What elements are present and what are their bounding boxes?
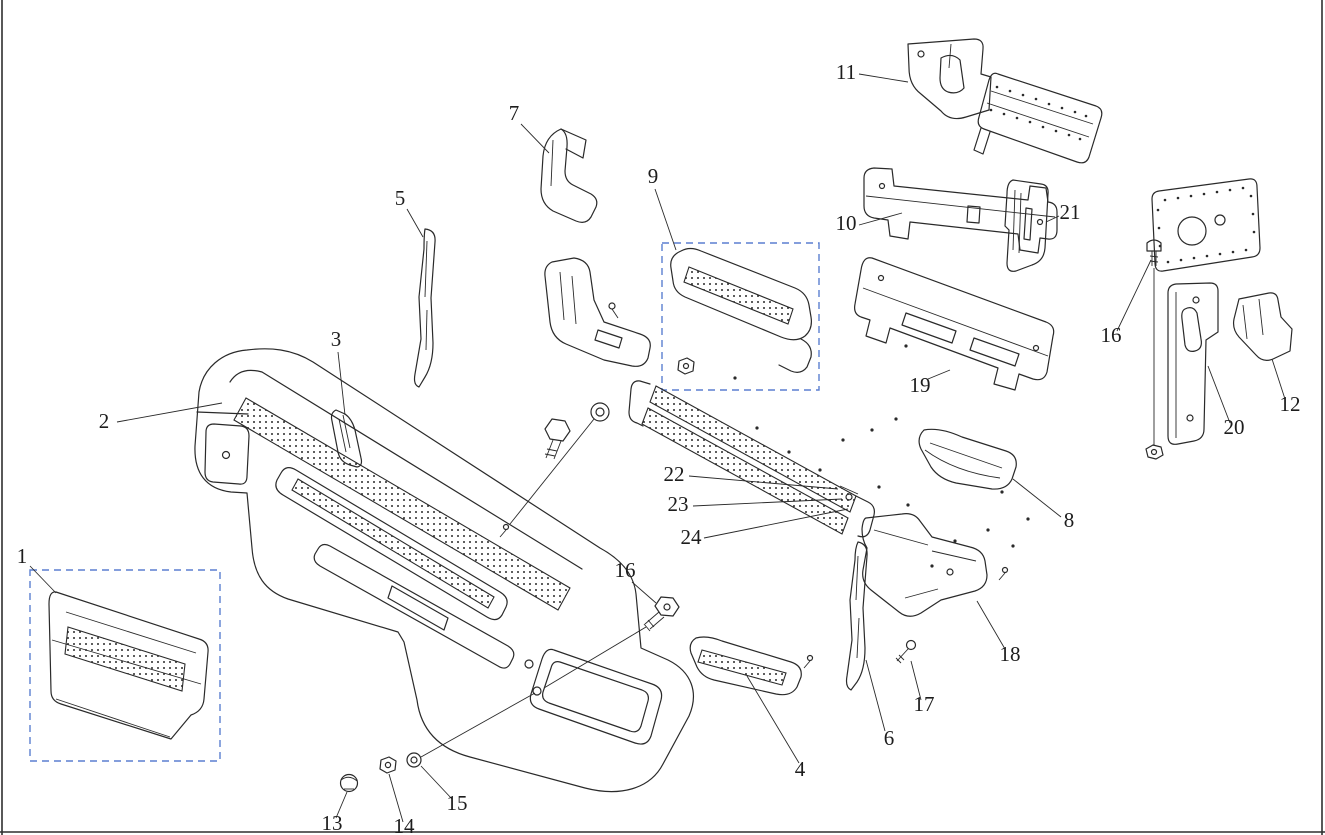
bolt-and-washer-fasteners (509, 357, 695, 525)
part-2-front-bumper[interactable] (194, 348, 694, 793)
part-label-13[interactable]: 13 (322, 811, 343, 835)
part-label-1[interactable]: 1 (17, 544, 28, 568)
part-label-22[interactable]: 22 (664, 462, 685, 486)
selection-box-part-9 (661, 242, 820, 391)
lower-crossmember[interactable] (854, 257, 1055, 391)
part-label-16-right[interactable]: 16 (1101, 323, 1122, 347)
riveted-channel-rail[interactable] (973, 72, 1103, 164)
part-label-23[interactable]: 23 (668, 492, 689, 516)
part-label-3[interactable]: 3 (331, 327, 342, 351)
part-label-21[interactable]: 21 (1060, 200, 1081, 224)
part-13-cap[interactable] (339, 773, 359, 793)
part-label-18[interactable]: 18 (1000, 642, 1021, 666)
part-12-angled-bracket[interactable] (1232, 292, 1293, 361)
part-label-12[interactable]: 12 (1280, 392, 1301, 416)
part-10-upper-crossbeam[interactable] (863, 167, 1058, 254)
part-4-lower-trim[interactable] (689, 636, 814, 696)
part-6-filler-strip-right[interactable] (845, 541, 868, 691)
part-16-bolt-left[interactable] (543, 596, 680, 689)
part-label-8[interactable]: 8 (1064, 508, 1075, 532)
part-label-5[interactable]: 5 (395, 186, 406, 210)
part-label-7[interactable]: 7 (509, 101, 520, 125)
part-label-16-left[interactable]: 16 (615, 558, 636, 582)
part-label-2[interactable]: 2 (99, 409, 110, 433)
part-7-curved-bracket[interactable] (540, 128, 598, 223)
part-21-bracket[interactable] (1004, 179, 1049, 272)
part-label-15[interactable]: 15 (447, 791, 468, 815)
part-1-lower-grille-panel[interactable] (48, 591, 209, 740)
part-18-stepped-bracket[interactable] (861, 513, 1009, 617)
part-5-filler-strip[interactable] (413, 228, 436, 388)
part-label-14[interactable]: 14 (394, 814, 416, 835)
part-label-4[interactable]: 4 (795, 757, 806, 781)
part-3-small-bracket[interactable] (330, 409, 363, 468)
part-label-11[interactable]: 11 (836, 60, 856, 84)
part-label-19[interactable]: 19 (910, 373, 931, 397)
selection-box-part-1 (29, 569, 221, 762)
part-label-24[interactable]: 24 (681, 525, 703, 549)
part-label-10[interactable]: 10 (836, 211, 857, 235)
leader-lines (29, 73, 1286, 823)
riveted-mounting-plate[interactable] (1151, 178, 1261, 272)
part-label-6[interactable]: 6 (884, 726, 895, 750)
part-8-end-cap[interactable] (918, 428, 1017, 490)
part-label-17[interactable]: 17 (914, 692, 935, 716)
part-17-screw[interactable] (895, 639, 917, 664)
part-14-nut[interactable] (379, 756, 397, 774)
part-9-step-insert[interactable] (670, 247, 812, 373)
part-label-20[interactable]: 20 (1224, 415, 1245, 439)
part-19-rivet-clips[interactable] (733, 344, 1030, 568)
center-support-bracket[interactable] (544, 257, 651, 367)
part-11-bracket[interactable] (907, 38, 992, 120)
part-label-9[interactable]: 9 (648, 164, 659, 188)
part-20-tall-bracket[interactable] (1167, 282, 1219, 445)
part-15-washer[interactable] (406, 692, 536, 768)
part-16-bolt-right[interactable] (1145, 239, 1164, 460)
perforated-step-plate[interactable] (628, 380, 875, 538)
